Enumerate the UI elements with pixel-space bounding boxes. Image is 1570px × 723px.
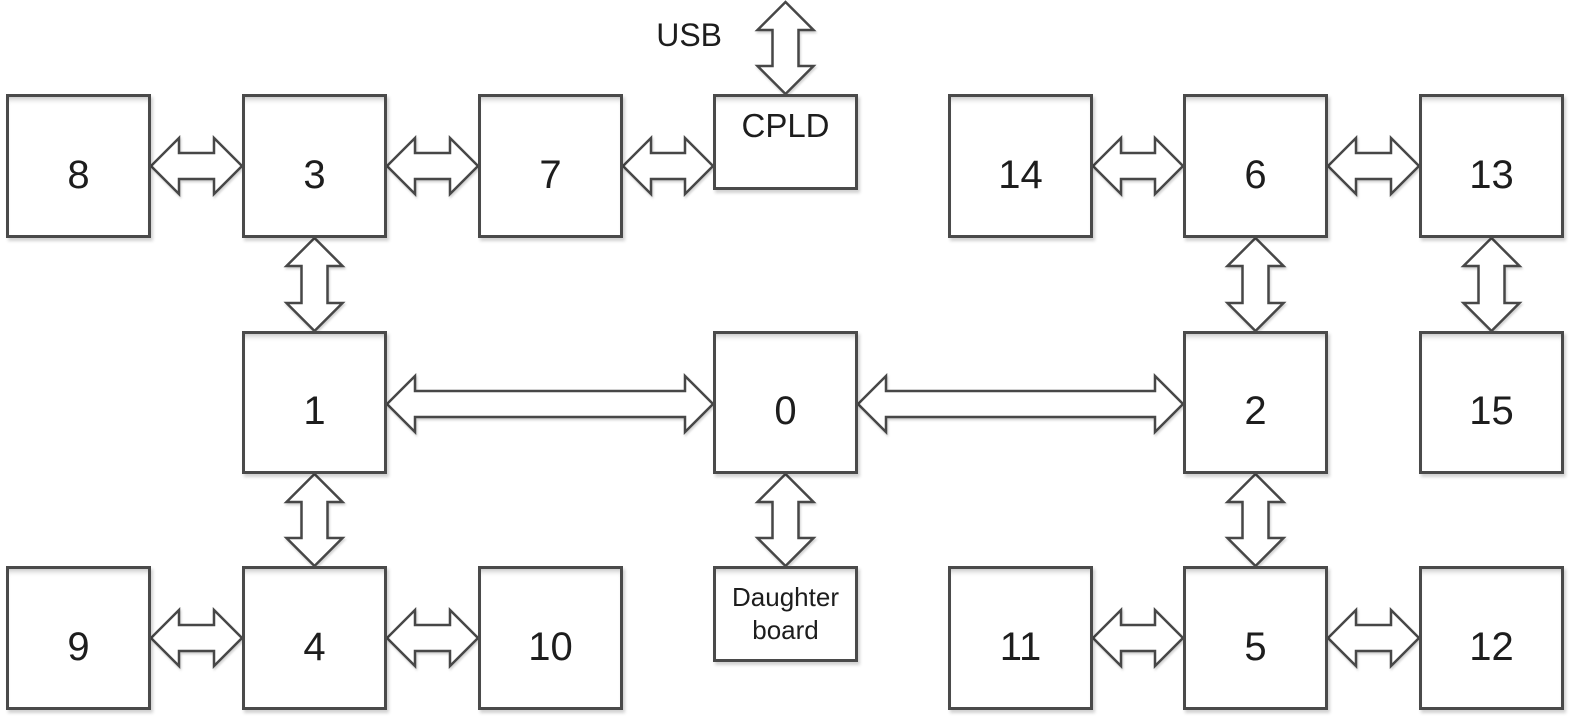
node-13: 13: [1419, 94, 1564, 238]
node-2: 2: [1183, 331, 1328, 474]
arrow-3-1: [283, 236, 346, 333]
arrow-usb-cpld: [754, 0, 817, 96]
arrow-7-cpld: [621, 134, 715, 198]
arrow-11-5: [1091, 606, 1185, 670]
node-cpld: CPLD: [713, 94, 858, 190]
arrow-0-daughter-board: [754, 472, 817, 568]
arrow-0-2: [856, 372, 1185, 436]
node-9: 9: [6, 566, 151, 710]
arrow-6-13: [1326, 134, 1421, 198]
node-0: 0: [713, 331, 858, 474]
arrow-1-4: [283, 472, 346, 568]
node-3: 3: [242, 94, 387, 238]
node-5: 5: [1183, 566, 1328, 710]
usb-label: USB: [656, 17, 722, 53]
node-11: 11: [948, 566, 1093, 710]
node-4: 4: [242, 566, 387, 710]
node-10: 10: [478, 566, 623, 710]
arrow-13-15: [1460, 236, 1523, 333]
arrow-3-7: [385, 134, 480, 198]
arrow-14-6: [1091, 134, 1185, 198]
arrow-9-4: [149, 606, 244, 670]
node-14: 14: [948, 94, 1093, 238]
arrow-1-0: [385, 372, 715, 436]
node-15: 15: [1419, 331, 1564, 474]
node-6: 6: [1183, 94, 1328, 238]
arrow-4-10: [385, 606, 480, 670]
node-daughter-board: Daughter board: [713, 566, 858, 662]
node-7: 7: [478, 94, 623, 238]
arrow-2-5: [1224, 472, 1287, 568]
arrow-8-3: [149, 134, 244, 198]
node-1: 1: [242, 331, 387, 474]
node-8: 8: [6, 94, 151, 238]
arrow-6-2: [1224, 236, 1287, 333]
arrow-5-12: [1326, 606, 1421, 670]
node-12: 12: [1419, 566, 1564, 710]
